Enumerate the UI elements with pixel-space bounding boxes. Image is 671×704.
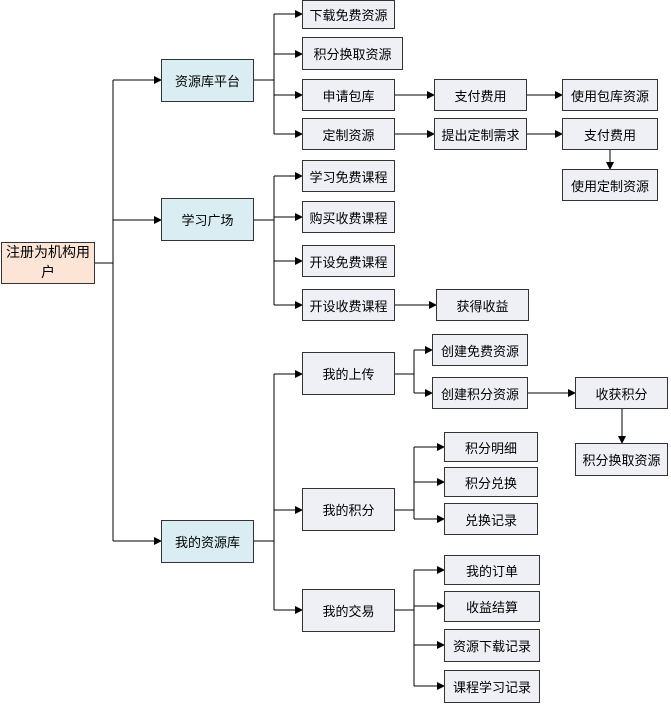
node-create-points-label: 创建积分资源 (440, 387, 519, 403)
node-custom-resource: 定制资源 (302, 118, 395, 150)
node-pay-fee-label: 支付费用 (454, 89, 507, 105)
node-download-free-label: 下载免费资源 (309, 9, 388, 24)
node-learn-free: 学习免费课程 (302, 160, 395, 192)
node-download-free: 下载免费资源 (302, 0, 395, 29)
node-course-record: 课程学习记录 (444, 670, 540, 703)
node-submit-request-label: 提出定制需求 (441, 128, 520, 144)
node-learn-free-label: 学习免费课程 (309, 170, 388, 186)
node-custom-pay-fee: 支付费用 (562, 118, 658, 150)
node-lib-points-exchange-label: 积分换取资源 (582, 454, 661, 469)
node-custom-resource-label: 定制资源 (322, 128, 375, 144)
node-use-package-label: 使用包库资源 (570, 89, 649, 105)
node-my-trades: 我的交易 (302, 589, 395, 632)
node-earn-points: 收获积分 (575, 377, 668, 409)
node-points-exchange-label: 积分换取资源 (313, 48, 392, 63)
node-library-label: 我的资源库 (174, 536, 240, 551)
node-submit-request: 提出定制需求 (434, 118, 527, 150)
node-platform-label: 资源库平台 (174, 75, 240, 90)
node-redeem-record-label: 兑换记录 (464, 513, 517, 529)
node-create-free-label: 创建免费资源 (440, 344, 519, 360)
node-course-record-label: 课程学习记录 (452, 681, 531, 696)
node-my-points: 我的积分 (302, 488, 395, 531)
node-apply-package-label: 申请包库 (322, 89, 375, 105)
node-redeem-record: 兑换记录 (444, 503, 538, 535)
node-earn-points-label: 收获积分 (595, 387, 648, 403)
node-uploads-label: 我的上传 (322, 368, 375, 383)
node-points-redeem: 积分兑换 (444, 467, 538, 497)
node-use-custom-label: 使用定制资源 (570, 179, 649, 195)
node-points-detail: 积分明细 (444, 432, 538, 462)
node-create-points: 创建积分资源 (432, 377, 528, 409)
node-custom-pay-fee-label: 支付费用 (583, 128, 636, 144)
node-uploads: 我的上传 (302, 352, 395, 395)
node-download-record: 资源下载记录 (444, 629, 540, 662)
node-lib-points-exchange: 积分换取资源 (575, 443, 668, 476)
node-apply-package: 申请包库 (302, 79, 395, 111)
node-income-settle-label: 收益结算 (465, 601, 518, 616)
node-use-package: 使用包库资源 (562, 79, 658, 111)
node-open-free-label: 开设免费课程 (309, 255, 388, 271)
node-my-orders-label: 我的订单 (465, 564, 518, 580)
root-label: 注册为机构用户 (6, 245, 90, 281)
node-points-redeem-label: 积分兑换 (464, 476, 517, 492)
node-open-free: 开设免费课程 (302, 245, 395, 277)
node-income-settle: 收益结算 (444, 591, 540, 622)
node-my-points-label: 我的积分 (322, 504, 375, 519)
node-my-trades-label: 我的交易 (322, 605, 375, 620)
node-download-record-label: 资源下载记录 (452, 640, 531, 655)
node-open-paid-label: 开设收费课程 (309, 299, 388, 315)
node-pay-fee: 支付费用 (434, 79, 527, 111)
node-learning: 学习广场 (161, 198, 254, 241)
root-node: 注册为机构用户 (1, 242, 95, 284)
node-platform: 资源库平台 (161, 59, 254, 102)
node-points-exchange: 积分换取资源 (302, 37, 403, 70)
node-points-detail-label: 积分明细 (464, 441, 517, 457)
node-earn-income: 获得收益 (436, 289, 529, 321)
node-create-free: 创建免费资源 (432, 334, 528, 366)
node-my-orders: 我的订单 (444, 555, 540, 585)
node-earn-income-label: 获得收益 (456, 299, 509, 315)
node-buy-paid-label: 购买收费课程 (309, 211, 388, 227)
node-learning-label: 学习广场 (181, 214, 234, 229)
node-library: 我的资源库 (161, 520, 254, 563)
node-open-paid: 开设收费课程 (302, 289, 395, 321)
node-buy-paid: 购买收费课程 (302, 201, 395, 233)
node-use-custom: 使用定制资源 (562, 169, 658, 201)
